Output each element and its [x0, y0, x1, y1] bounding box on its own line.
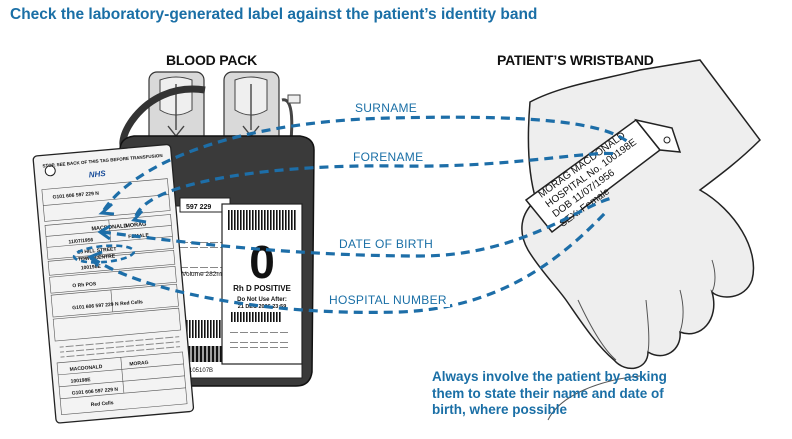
tag-hospital-no: 100198E	[81, 264, 102, 272]
rh-type: Rh D POSITIVE	[233, 284, 291, 293]
tag-lower-component: Red Cells	[91, 400, 114, 408]
bag-barcode-text: C00105107B	[178, 368, 213, 374]
forename-connector	[134, 151, 619, 217]
wristband-title: PATIENT’S WRISTBAND	[497, 52, 654, 68]
surname-label: SURNAME	[352, 101, 421, 115]
tag-lower-hospital-no: 100198E	[70, 377, 91, 385]
tag-group: O Rh POS	[72, 281, 97, 289]
main-title: Check the laboratory-generated label aga…	[10, 6, 538, 23]
dob-arrow	[97, 224, 111, 241]
patient-involvement-note: Always involve the patient by asking the…	[432, 369, 667, 417]
connector-lines	[91, 115, 629, 314]
highlight-ovals	[72, 244, 136, 264]
tag-donation-top: G101 606 597 229 N	[52, 191, 99, 201]
forename-label: FORENAME	[350, 150, 427, 164]
tag-lower-donation: G101 606 597 229 N	[72, 387, 119, 397]
tag-address1: 25 HILL STREET	[77, 246, 116, 255]
do-not-use-label: Do Not Use After:	[237, 297, 287, 303]
tag-donation: G101 606 597 229 N	[72, 301, 119, 311]
tag-forename: MORAG	[125, 222, 147, 230]
tag-component: Red Cells	[120, 299, 143, 307]
hospital-number-label: HOSPITAL NUMBER	[326, 293, 450, 307]
bag-code: 597 229	[186, 204, 211, 211]
patient-hand	[521, 59, 761, 421]
dob-connector	[101, 196, 613, 258]
tag-lower-surname: MACDONALD	[69, 364, 103, 373]
tag-dob: 11/07/1956	[68, 237, 93, 245]
bag-volume: Volume 282ml	[182, 271, 224, 278]
surname-arrow	[98, 202, 115, 216]
nhs-logo: NHS	[88, 169, 106, 179]
tag-lower-forename: MORAG	[129, 360, 149, 368]
blood-pack-title: BLOOD PACK	[166, 52, 258, 68]
dob-label: DATE OF BIRTH	[336, 237, 437, 251]
compatibility-tag: STOP, SEE BACK OF THIS TAG BEFORE TRANSF…	[32, 143, 195, 424]
tag-address2: TOWN CENTRE	[78, 253, 116, 262]
blood-group-card: 0 Rh D POSITIVE Do Not Use After: 21 DEC…	[221, 203, 303, 365]
hospital-number-connector	[91, 210, 608, 314]
blood-group: 0	[249, 236, 275, 288]
expiry-date: 21 DEC 2006 23:59	[238, 304, 287, 310]
surname-connector	[102, 115, 629, 211]
forename-arrow	[131, 210, 147, 224]
